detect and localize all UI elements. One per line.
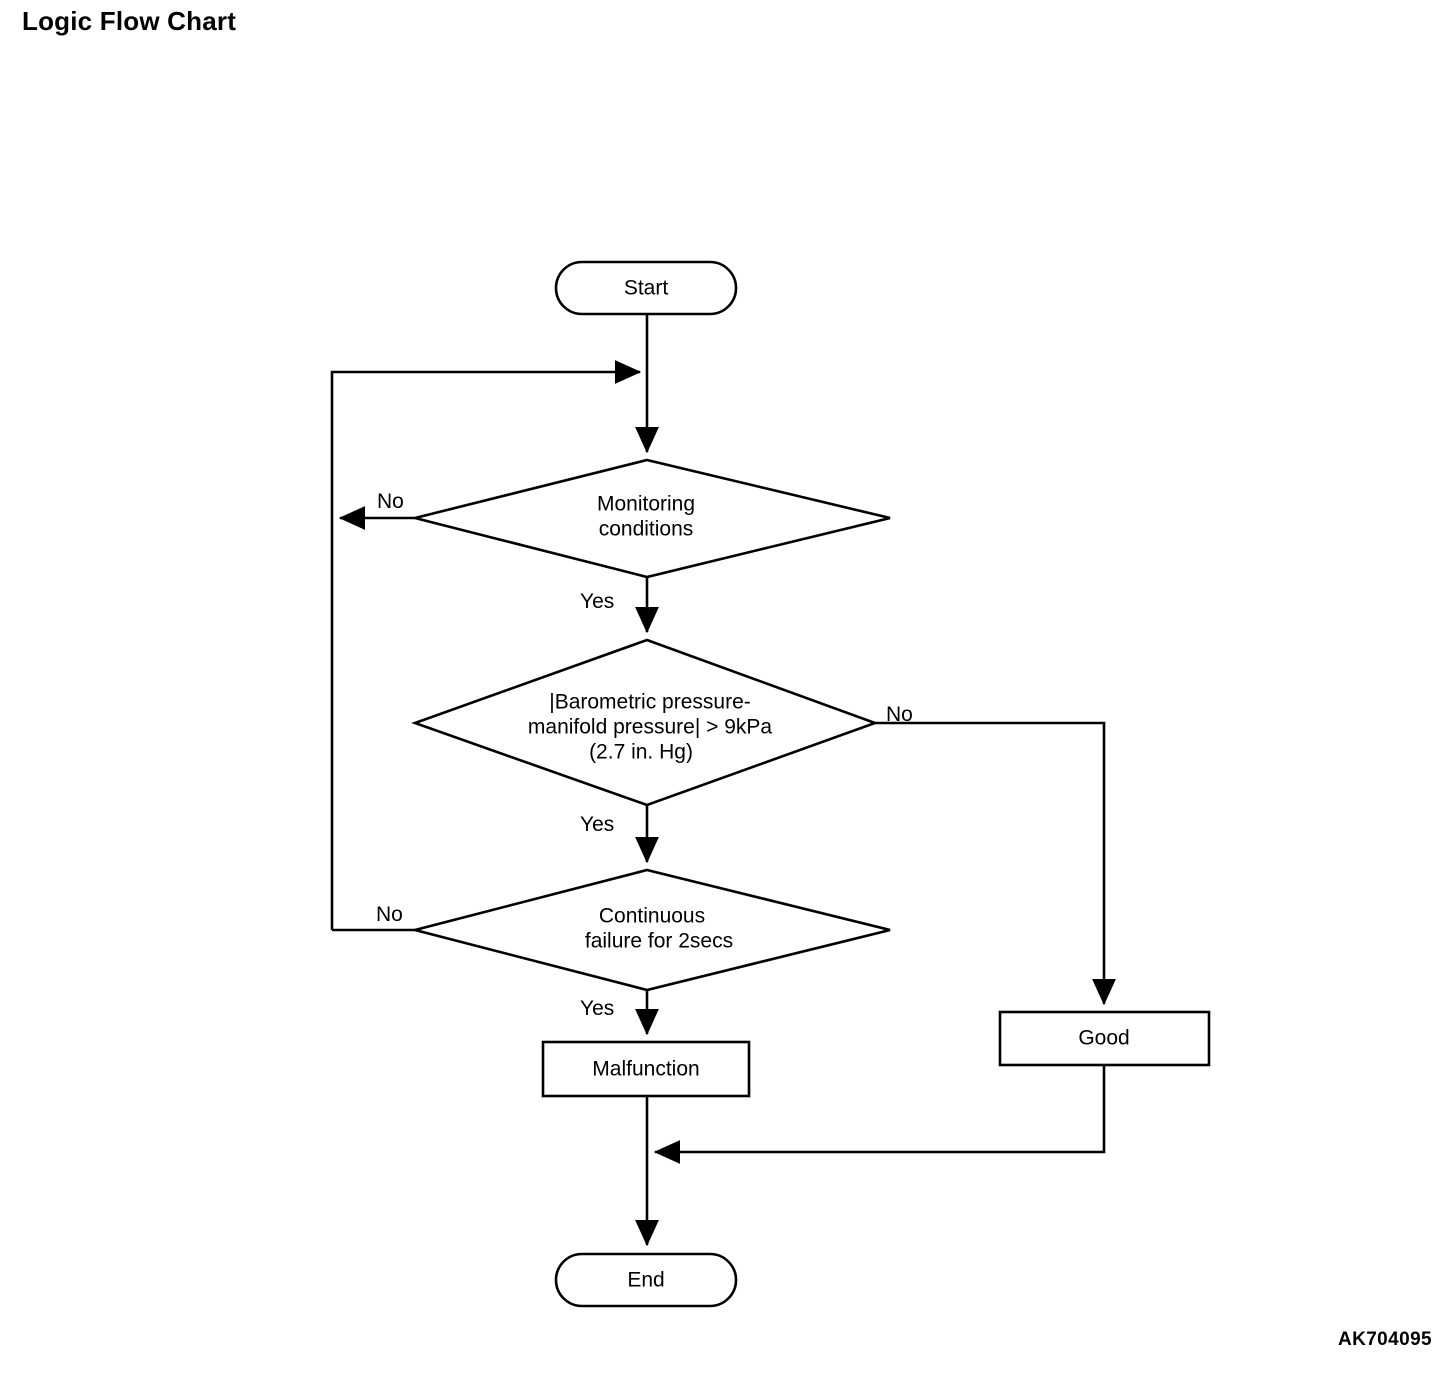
- node-continuous-label-line2: failure for 2secs: [585, 930, 733, 953]
- node-pressure-label-line2: manifold pressure| > 9kPa: [528, 716, 772, 739]
- node-continuous-failure[interactable]: [409, 868, 891, 992]
- edge-label-monitoring-yes: Yes: [580, 590, 614, 613]
- node-end-label: End: [627, 1269, 664, 1292]
- edge-label-continuous-no: No: [376, 903, 403, 926]
- node-malfunction[interactable]: [541, 1040, 751, 1098]
- edge-loop-back-rail: [330, 360, 642, 930]
- edge-pressure-no: [875, 721, 1116, 1006]
- node-monitoring-conditions[interactable]: [414, 458, 891, 579]
- edge-good-to-merge: [653, 1065, 1106, 1164]
- edge-label-monitoring-no: No: [377, 490, 404, 513]
- edge-label-continuous-yes: Yes: [580, 997, 614, 1020]
- node-good-label: Good: [1078, 1027, 1129, 1050]
- edge-label-pressure-no: No: [886, 703, 913, 726]
- node-monitoring-label-line1: Monitoring: [597, 493, 695, 516]
- reference-code: AK704095: [1337, 1329, 1432, 1350]
- node-good[interactable]: [998, 1010, 1211, 1067]
- page-title: Logic Flow Chart: [22, 6, 237, 36]
- node-end[interactable]: [554, 1252, 738, 1308]
- node-monitoring-label-line2: conditions: [599, 518, 694, 541]
- node-malfunction-label: Malfunction: [592, 1058, 699, 1081]
- node-pressure-label-line1: |Barometric pressure-: [549, 691, 751, 714]
- edge-label-pressure-yes: Yes: [580, 813, 614, 836]
- node-continuous-label-line1: Continuous: [599, 905, 705, 928]
- node-pressure-check[interactable]: [411, 638, 879, 807]
- node-start[interactable]: [554, 260, 738, 316]
- node-pressure-label-line3: (2.7 in. Hg): [589, 741, 693, 764]
- node-start-label: Start: [624, 277, 669, 300]
